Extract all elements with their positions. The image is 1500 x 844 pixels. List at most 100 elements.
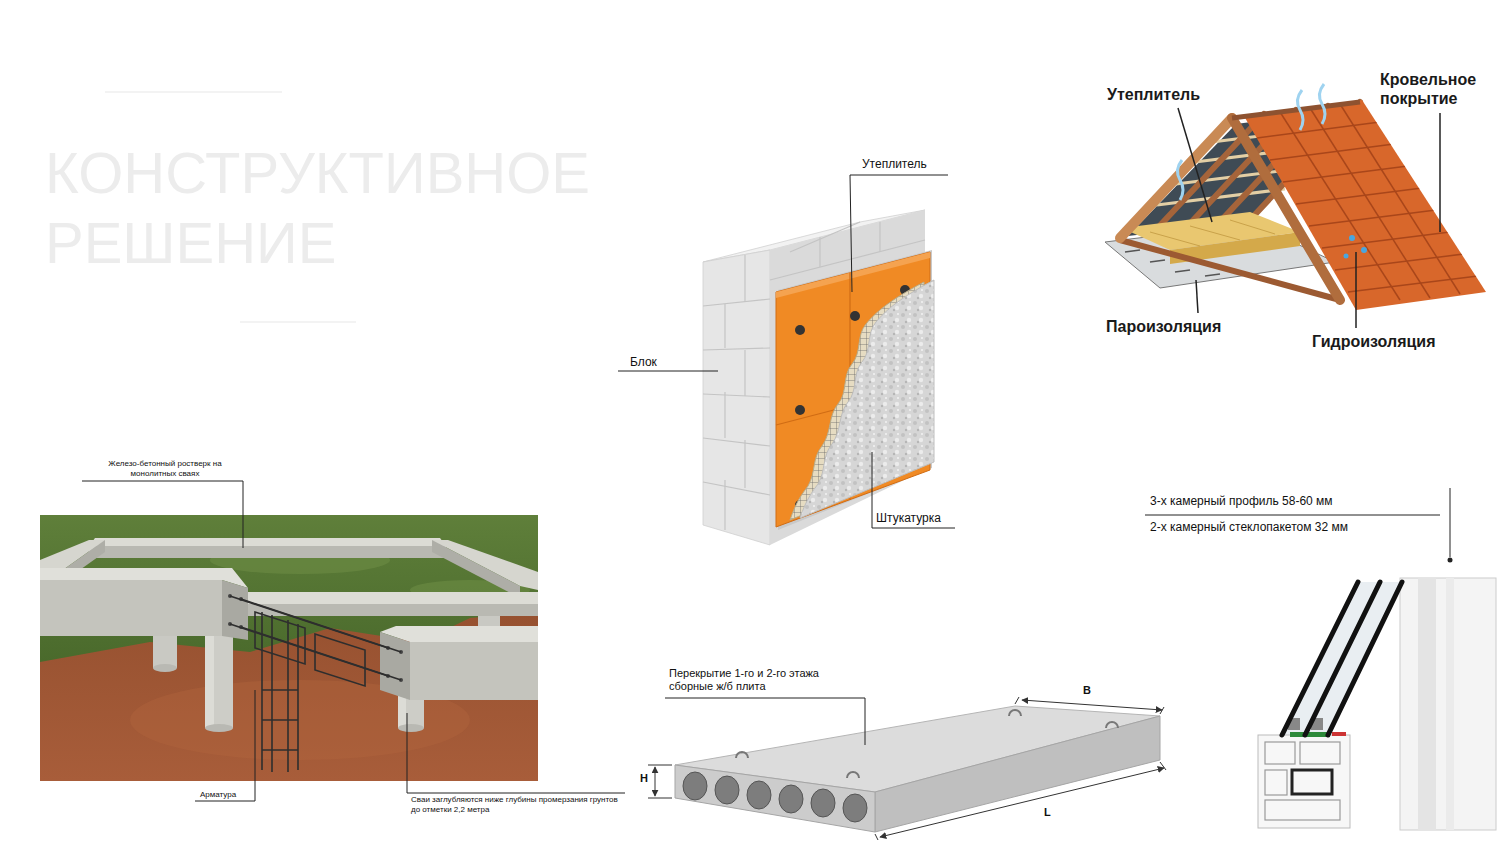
roof-illustration [1105, 84, 1486, 310]
leader-line [618, 175, 955, 528]
watermark-rule [105, 92, 356, 322]
foundation-illustration [261, 612, 263, 770]
window-illustration [1305, 582, 1380, 735]
window-illustration [1328, 582, 1402, 735]
part-label: Блок [630, 355, 657, 369]
slab-illustration [675, 765, 875, 832]
foundation-illustration [241, 599, 401, 652]
foundation-illustration [40, 515, 538, 781]
window-illustration [1300, 742, 1340, 764]
spec-label: 3-х камерный профиль 58-60 мм [1150, 494, 1333, 508]
part-label: Утеплитель [1107, 85, 1200, 104]
wall-illustration [724, 480, 725, 530]
dimension-line [648, 697, 1166, 840]
window-illustration [1282, 582, 1402, 735]
foundation-illustration [205, 620, 214, 728]
wall-illustration [703, 438, 770, 446]
window-illustration [1282, 582, 1358, 735]
window-illustration [1446, 578, 1454, 830]
leader-line [665, 698, 865, 745]
slab-illustration [779, 785, 803, 813]
leader-line [872, 452, 955, 528]
slab-illustration [843, 794, 867, 822]
watermark-rule [240, 321, 356, 323]
dimension-label: L [1044, 806, 1051, 819]
dimension-line [1022, 700, 1162, 710]
roof-illustration [1335, 254, 1464, 270]
window-illustration [1282, 582, 1402, 735]
foundation-illustration [380, 632, 410, 700]
foundation-illustration [262, 719, 298, 721]
roof-illustration [1120, 118, 1232, 238]
foundation-illustration [432, 540, 538, 590]
window-illustration [1332, 732, 1346, 736]
roof-illustration [1150, 220, 1275, 246]
dimension-label: H [640, 772, 648, 785]
part-label: Кровельное покрытие [1380, 70, 1496, 108]
leader-line [665, 698, 865, 745]
leader-line [1145, 488, 1450, 557]
roof-illustration [1232, 118, 1340, 300]
foundation-illustration [410, 642, 538, 700]
slab-illustration [1009, 710, 1021, 716]
wall-illustration [790, 222, 860, 252]
slab-illustration [715, 776, 739, 804]
wall-illustration [703, 394, 770, 397]
roof-illustration [1232, 102, 1360, 118]
roof-illustration [1297, 90, 1303, 130]
wall-illustration [703, 299, 770, 306]
leader-line [850, 175, 948, 292]
roof-illustration [1230, 220, 1275, 234]
part-label: Утеплитель [862, 157, 927, 171]
dimension-line [655, 767, 656, 796]
leader-line [82, 481, 243, 548]
foundation-illustration [398, 724, 424, 732]
foundation-illustration [315, 634, 365, 686]
foundation-illustration [205, 724, 233, 732]
note-label: Сваи заглубляются ниже глубины промерзан… [411, 795, 629, 814]
dimension-line [1160, 707, 1164, 714]
part-label: Арматура [200, 790, 236, 800]
roof-illustration [1205, 274, 1220, 276]
slab-illustration [1106, 722, 1118, 728]
wall-illustration [850, 311, 860, 321]
wall-illustration [744, 255, 745, 302]
roof-illustration [1150, 232, 1200, 246]
slab-illustration [747, 781, 771, 809]
wall-illustration [795, 405, 805, 415]
foundation-illustration [222, 580, 248, 640]
leader-line [1178, 108, 1212, 222]
part-label: Гидроизоляция [1312, 332, 1435, 351]
leader-dot [1448, 558, 1453, 563]
window-illustration [1265, 742, 1295, 764]
dimension-label: B [1083, 684, 1091, 697]
foundation-illustration [255, 612, 305, 664]
roof-illustration [1257, 122, 1380, 138]
slab-illustration [736, 710, 1118, 778]
spec-label: 2-х камерный стеклопакетом 32 мм [1150, 520, 1348, 534]
foundation-illustration [40, 515, 538, 662]
part-label: Пароизоляция [1106, 317, 1221, 336]
leader-line [1439, 113, 1441, 232]
slab-illustration [683, 772, 867, 822]
window-illustration [1265, 770, 1287, 795]
roof-illustration [1296, 188, 1422, 204]
foundation-illustration [271, 615, 273, 772]
foundation-illustration [89, 538, 446, 546]
roof-illustration [1322, 232, 1450, 248]
foundation-illustration [297, 624, 299, 770]
roof-illustration [1310, 108, 1430, 298]
leader-line [195, 690, 255, 801]
window-illustration [1292, 770, 1332, 794]
foundation-illustration [230, 596, 401, 772]
roof-illustration [1177, 160, 1183, 200]
roof-illustration [1340, 104, 1460, 294]
dimension-line [648, 798, 672, 799]
slab-illustration [811, 789, 835, 817]
wall-illustration [795, 325, 805, 335]
foundation-illustration [40, 580, 222, 636]
roof-illustration [1344, 254, 1349, 259]
dimension-line [1015, 697, 1019, 704]
dimension-line [875, 834, 878, 840]
